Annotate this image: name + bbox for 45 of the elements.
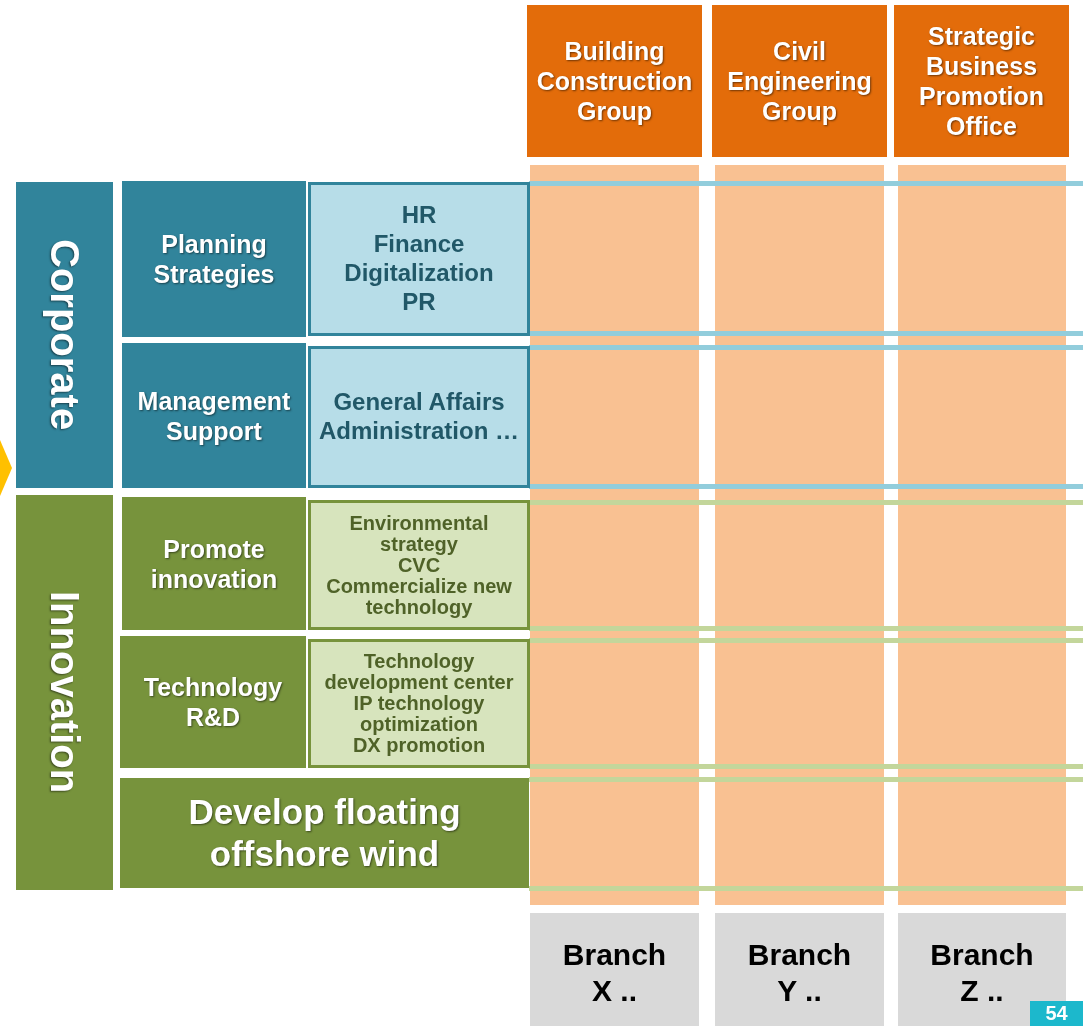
function-box [122, 181, 306, 337]
box-text: Branch X .. [561, 937, 668, 1009]
box-text: Strategic Business Promotion Office [918, 21, 1045, 141]
box-text: HR [401, 201, 437, 231]
box-text: Digitalization [344, 259, 494, 288]
box-text: Administration … [319, 417, 519, 446]
department-box [308, 182, 530, 336]
category-band [16, 182, 113, 488]
box-text: PR [402, 287, 436, 317]
department-box [308, 639, 530, 768]
box-text: Planning Strategies [152, 229, 276, 289]
box-text: General Affairs [333, 388, 505, 417]
department-box [308, 500, 530, 630]
branch-box [530, 913, 699, 1026]
group-header [527, 5, 702, 157]
box-text: Commercialize new technology [325, 575, 513, 618]
function-box [122, 497, 306, 630]
box-text: Promote innovation [149, 533, 279, 594]
category-band [16, 495, 113, 890]
box-text: IP technology optimization [353, 693, 486, 735]
box-text: Develop floating offshore wind [187, 791, 462, 875]
branch-box [715, 913, 884, 1026]
vertical-label: Innovation [41, 591, 88, 794]
group-header [712, 5, 887, 157]
group-header [894, 5, 1069, 157]
box-text: Civil Engineering Group [726, 36, 873, 126]
box-text: Technology R&D [142, 672, 284, 732]
box-text: Building Construction Group [535, 36, 694, 126]
box-text: DX promotion [352, 735, 486, 756]
function-box [122, 343, 306, 488]
function-box [120, 636, 306, 768]
department-box [308, 346, 530, 488]
box-text: Finance [373, 230, 465, 259]
project-box [120, 778, 529, 888]
column-band [715, 165, 884, 905]
column-band [898, 165, 1066, 905]
page-number: 54 [1030, 1001, 1083, 1026]
column-band [530, 165, 699, 905]
box-text: CVC [397, 554, 441, 576]
box-text: Technology development center [323, 651, 515, 693]
box-text: Environmental strategy [348, 512, 490, 555]
branch-box [898, 913, 1066, 1026]
box-text: Management Support [136, 385, 292, 446]
vertical-label: Corporate [41, 239, 88, 431]
box-text: Branch Y .. [746, 937, 853, 1009]
